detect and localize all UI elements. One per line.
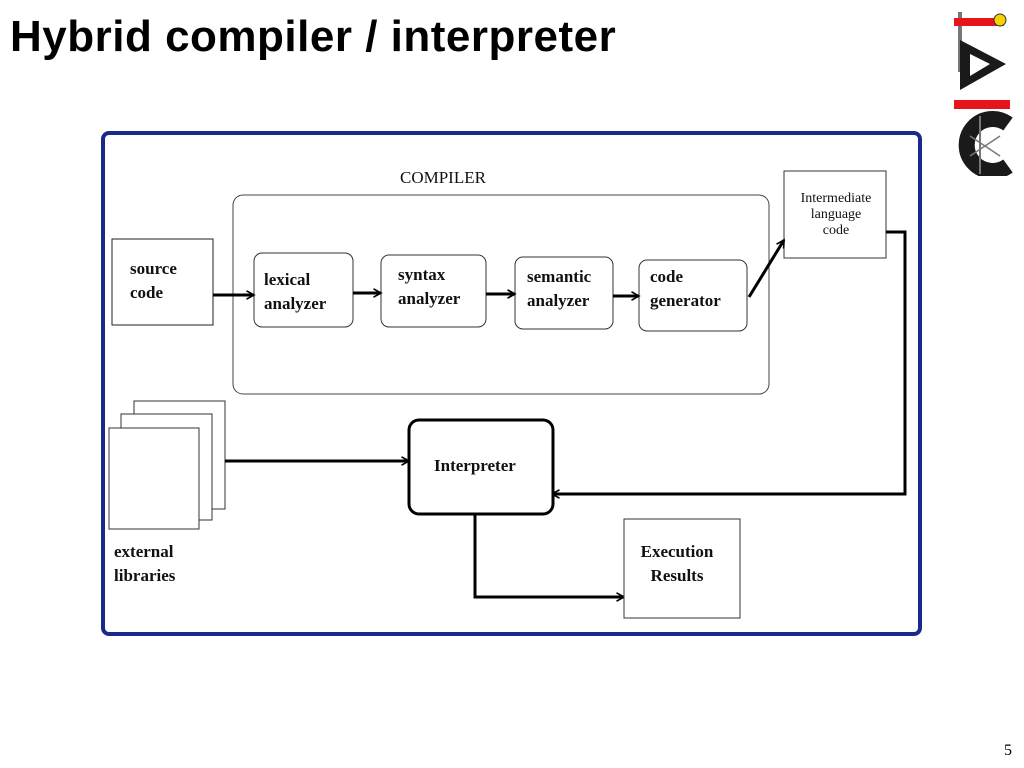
- intermediate-code-box: [783, 170, 887, 259]
- logo-bar-red-bottom: [954, 100, 1010, 109]
- arrow-intermediate-to-interpreter: [552, 230, 907, 494]
- arrow-codegen-to-intermediate: [747, 240, 786, 298]
- logo-bar-red-top: [954, 18, 1004, 26]
- logo-c-shape: [958, 111, 1013, 176]
- institution-logo: [954, 12, 1013, 176]
- interpreter-box: [407, 418, 555, 516]
- source-code-box: [111, 238, 214, 326]
- page-number: 5: [1004, 742, 1012, 759]
- arrow-interpreter-to-results: [473, 514, 624, 597]
- lexical-analyzer-box: [253, 252, 354, 328]
- execution-results-box: [623, 518, 741, 619]
- interpreter-label: Interpreter: [434, 456, 516, 475]
- slide-title: Hybrid compiler / interpreter: [10, 12, 617, 61]
- compiler-label: COMPILER: [400, 168, 486, 187]
- library-page-1: [108, 427, 200, 530]
- logo-dot: [993, 13, 1007, 27]
